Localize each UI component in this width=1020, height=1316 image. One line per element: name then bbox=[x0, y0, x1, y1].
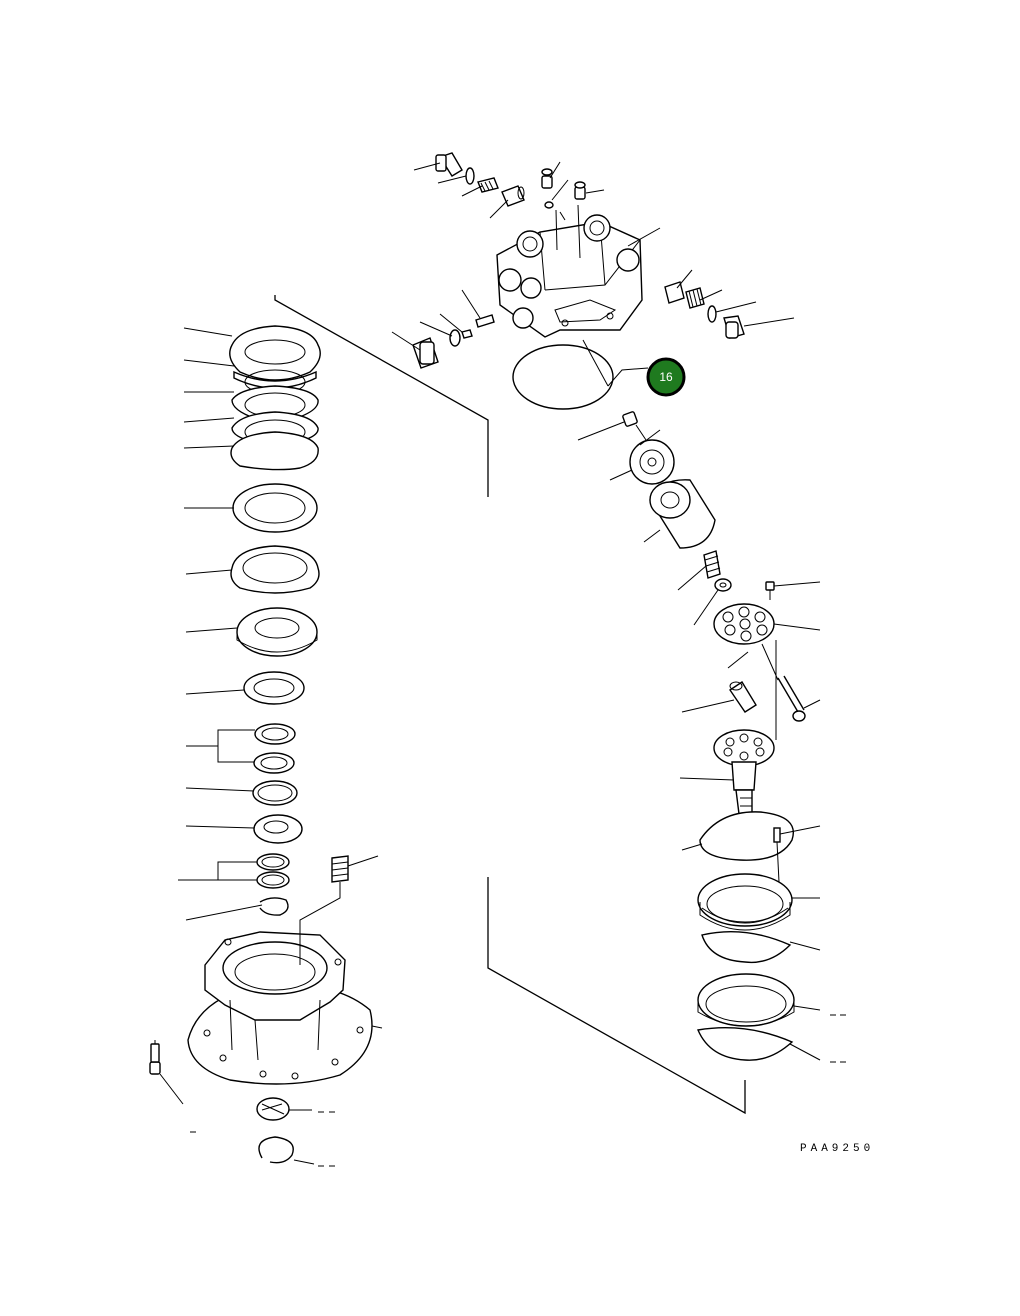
relief-valve-parts[interactable] bbox=[412, 152, 745, 369]
valve-body-assembly[interactable] bbox=[496, 214, 643, 338]
brake-plate-stack[interactable] bbox=[229, 325, 349, 916]
leader-lines-top bbox=[391, 161, 795, 351]
drawing-number: PAA9250 bbox=[800, 1143, 874, 1155]
o-ring-part-16[interactable] bbox=[512, 339, 649, 410]
motor-internal-parts[interactable] bbox=[622, 411, 806, 1061]
callout-16-highlight[interactable]: 16 bbox=[646, 357, 686, 397]
leader-lines-left bbox=[159, 327, 383, 1167]
assembly-bracket-lines bbox=[274, 295, 746, 1115]
leader-lines-right bbox=[577, 421, 846, 1063]
motor-housing[interactable] bbox=[149, 931, 373, 1164]
callout-16-label: 16 bbox=[659, 370, 673, 384]
